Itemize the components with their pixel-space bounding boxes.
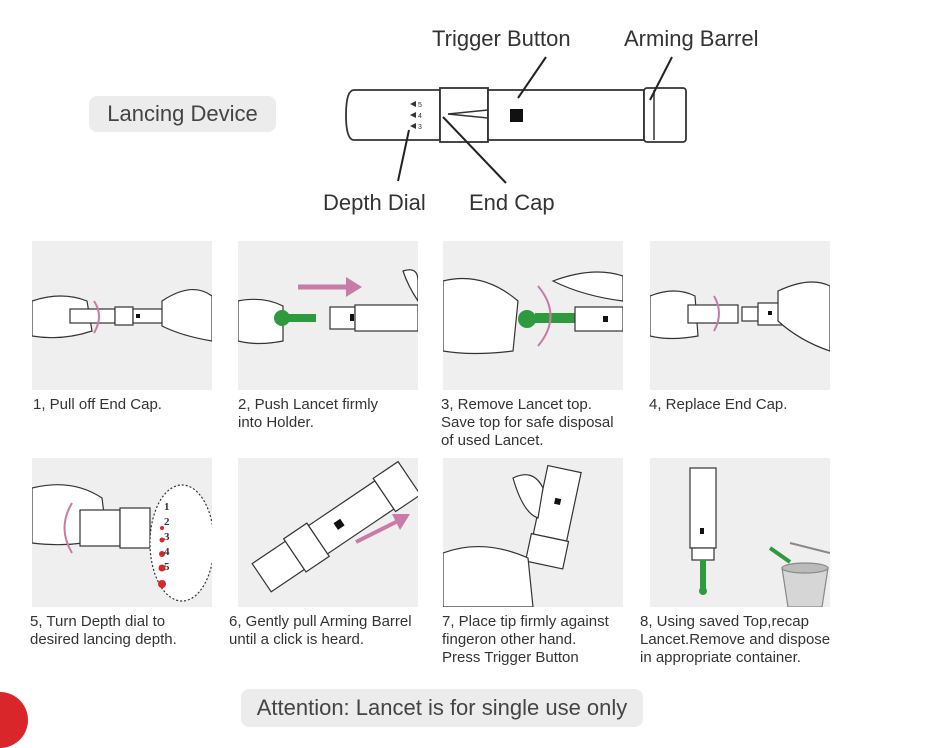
depth-scale-4: 4 (164, 546, 170, 558)
callout-depth-dial: Depth Dial (323, 190, 426, 215)
depth-scale-5: 5 (164, 561, 170, 573)
depth-scale-2: 2 (164, 516, 170, 528)
depth-scale-1: 1 (164, 501, 170, 513)
device-tip (345, 89, 441, 141)
step-3-illustration (443, 241, 623, 390)
step-7-caption: 7, Place tip firmly against fingeron oth… (442, 613, 609, 666)
lancing-device-drawing: 5 4 3 (345, 87, 687, 143)
attention-banner: Attention: Lancet is for single use only (241, 689, 643, 727)
step-1-illustration (32, 241, 212, 390)
step-2-caption: 2, Push Lancet firmly into Holder. (238, 396, 379, 431)
step-8-illustration (650, 458, 830, 607)
depth-mark-label: 3 (418, 124, 422, 131)
step-7-illustration (443, 458, 623, 607)
trigger-button-square (510, 109, 523, 122)
step-5-illustration: 1 2 3 4 5 (32, 458, 212, 607)
callout-arming-barrel: Arming Barrel (624, 26, 759, 51)
step-4-illustration (650, 241, 830, 390)
step-6-illustration (238, 458, 418, 607)
device-arming-barrel (643, 87, 687, 143)
device-label: Lancing Device (89, 96, 276, 132)
red-badge-icon (0, 692, 28, 748)
step-1-caption: 1, Pull off End Cap. (33, 396, 162, 413)
step-8-caption: 8, Using saved Top,recap Lancet.Remove a… (640, 613, 831, 666)
step-6-caption: 6, Gently pull Arming Barrel until a cli… (229, 613, 412, 648)
step-5-caption: 5, Turn Depth dial to desired lancing de… (30, 613, 177, 648)
callout-end-cap: End Cap (469, 190, 555, 215)
depth-scale-3: 3 (164, 531, 170, 543)
step-4-caption: 4, Replace End Cap. (649, 396, 788, 413)
step-3-caption: 3, Remove Lancet top. Save top for safe … (441, 396, 614, 449)
depth-mark-label: 5 (418, 102, 422, 109)
callout-trigger-button: Trigger Button (432, 26, 571, 51)
depth-marks (410, 101, 416, 129)
step-2-illustration (238, 241, 418, 390)
depth-mark-label: 4 (418, 113, 422, 120)
